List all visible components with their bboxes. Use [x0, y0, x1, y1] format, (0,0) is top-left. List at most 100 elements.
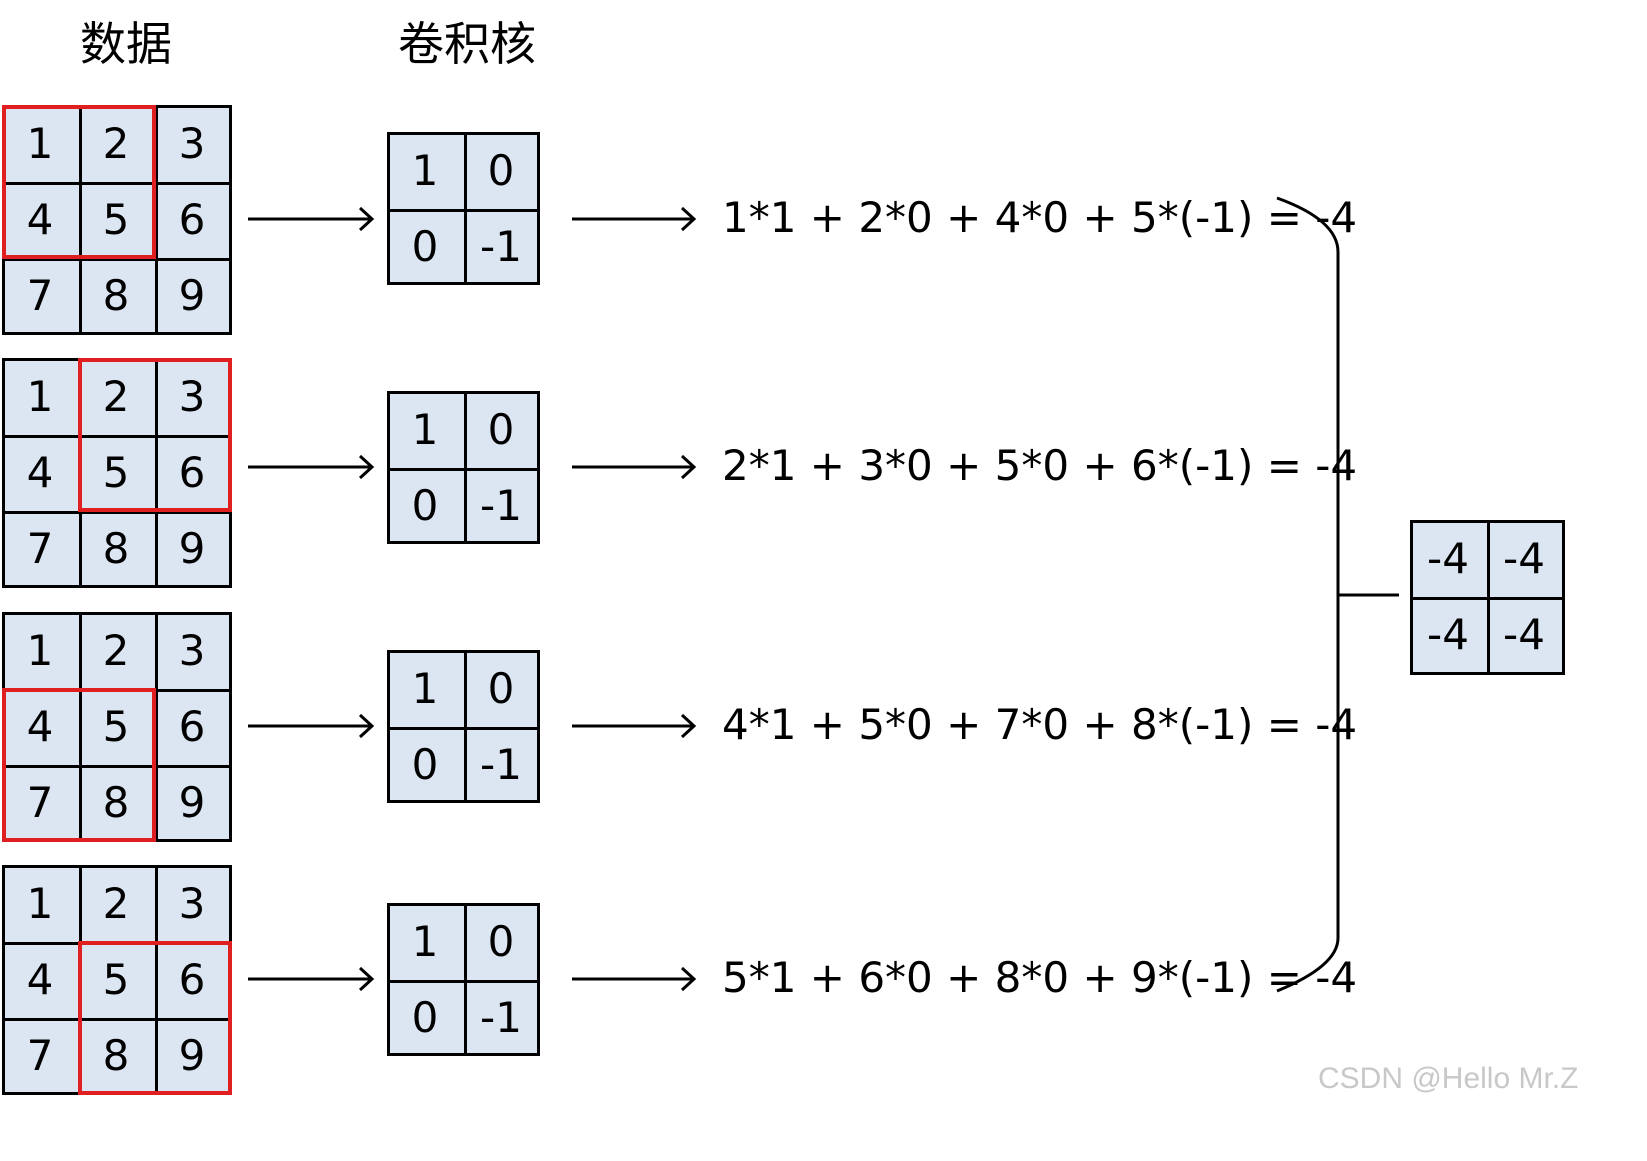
kernel-matrix-cell: 0 [411, 221, 439, 271]
data-matrix-cell: 6 [178, 701, 206, 751]
output-matrix-cell: -4 [1503, 609, 1545, 659]
kernel-matrix-cell: 0 [487, 663, 515, 713]
grid-line [5, 511, 229, 514]
output-matrix-cell: -4 [1427, 533, 1469, 583]
brace [1276, 196, 1340, 993]
grid-line [5, 1018, 229, 1021]
data-matrix-cell: 3 [178, 878, 206, 928]
output-matrix-cell: -4 [1427, 609, 1469, 659]
grid-line [5, 435, 229, 438]
formula-text: 5*1 + 6*0 + 8*0 + 9*(-1) = -4 [722, 953, 1358, 1002]
grid-line [464, 394, 467, 541]
data-matrix-cell: 9 [178, 1030, 206, 1080]
output-matrix: -4 -4 -4 -4 [1410, 520, 1565, 675]
data-matrix-cell: 6 [178, 447, 206, 497]
data-matrix-cell: 4 [26, 701, 54, 751]
data-matrix-cell: 8 [102, 1030, 130, 1080]
data-matrix-cell: 8 [102, 523, 130, 573]
data-matrix-cell: 9 [178, 777, 206, 827]
data-matrix-cell: 9 [178, 523, 206, 573]
grid-line [155, 615, 158, 839]
kernel-matrix-cell: -1 [480, 221, 522, 271]
data-matrix-cell: 1 [26, 371, 54, 421]
data-matrix-cell: 5 [102, 447, 130, 497]
formula-text: 2*1 + 3*0 + 5*0 + 6*(-1) = -4 [722, 441, 1358, 490]
data-matrix-cell: 2 [102, 878, 130, 928]
kernel-matrix-cell: 1 [411, 663, 439, 713]
data-title: 数据 [80, 17, 172, 71]
arrow [248, 454, 375, 480]
kernel-title: 卷积核 [398, 17, 536, 71]
data-matrix-cell: 7 [26, 523, 54, 573]
kernel-matrix-cell: 0 [487, 145, 515, 195]
grid-line [390, 980, 537, 983]
grid-line [5, 258, 229, 261]
data-matrix-cell: 4 [26, 194, 54, 244]
data-matrix-cell: 7 [26, 1030, 54, 1080]
data-matrix-cell: 6 [178, 194, 206, 244]
kernel-matrix-cell: 1 [411, 404, 439, 454]
grid-line [390, 727, 537, 730]
data-matrix-cell: 9 [178, 270, 206, 320]
sliding-window-highlight [2, 688, 156, 842]
grid-line [155, 361, 158, 585]
sliding-window-highlight [78, 358, 232, 512]
data-matrix-cell: 6 [178, 954, 206, 1004]
sliding-window-highlight [2, 105, 156, 259]
kernel-matrix-cell: -1 [480, 992, 522, 1042]
grid-line [5, 765, 229, 768]
kernel-matrix-cell: 0 [411, 480, 439, 530]
arrow [572, 713, 697, 739]
formula-text: 1*1 + 2*0 + 4*0 + 5*(-1) = -4 [722, 193, 1358, 242]
data-matrix-cell: 3 [178, 118, 206, 168]
grid-line [155, 108, 158, 332]
grid-line [79, 615, 82, 839]
data-matrix-cell: 3 [178, 371, 206, 421]
data-matrix-cell: 8 [102, 777, 130, 827]
grid-line [464, 653, 467, 800]
kernel-matrix-cell: 0 [487, 404, 515, 454]
data-matrix-cell: 1 [26, 878, 54, 928]
kernel-matrix-cell: 0 [487, 916, 515, 966]
output-matrix-cell: -4 [1503, 533, 1545, 583]
arrow [572, 966, 697, 992]
grid-line [390, 209, 537, 212]
data-matrix-cell: 3 [178, 625, 206, 675]
data-matrix-cell: 4 [26, 954, 54, 1004]
data-matrix-cell: 5 [102, 701, 130, 751]
data-matrix-cell: 1 [26, 625, 54, 675]
data-matrix-cell: 2 [102, 371, 130, 421]
grid-line [464, 135, 467, 282]
grid-line [5, 182, 229, 185]
grid-line [1413, 597, 1562, 600]
grid-line [464, 906, 467, 1053]
arrow [248, 206, 375, 232]
kernel-matrix-cell: -1 [480, 480, 522, 530]
arrow [572, 454, 697, 480]
kernel-matrix-cell: 1 [411, 916, 439, 966]
grid-line [79, 108, 82, 332]
data-matrix-cell: 2 [102, 625, 130, 675]
grid-line [390, 468, 537, 471]
data-matrix-cell: 1 [26, 118, 54, 168]
arrow [248, 966, 375, 992]
arrow [572, 206, 697, 232]
data-matrix-cell: 8 [102, 270, 130, 320]
data-matrix-cell: 7 [26, 777, 54, 827]
data-matrix-cell: 2 [102, 118, 130, 168]
watermark: CSDN @Hello Mr.Z [1318, 1062, 1579, 1095]
data-matrix-cell: 5 [102, 954, 130, 1004]
kernel-matrix-cell: 0 [411, 992, 439, 1042]
kernel-matrix-cell: 0 [411, 739, 439, 789]
kernel-matrix-cell: -1 [480, 739, 522, 789]
data-matrix-cell: 4 [26, 447, 54, 497]
grid-line [155, 868, 158, 1092]
data-matrix-cell: 5 [102, 194, 130, 244]
